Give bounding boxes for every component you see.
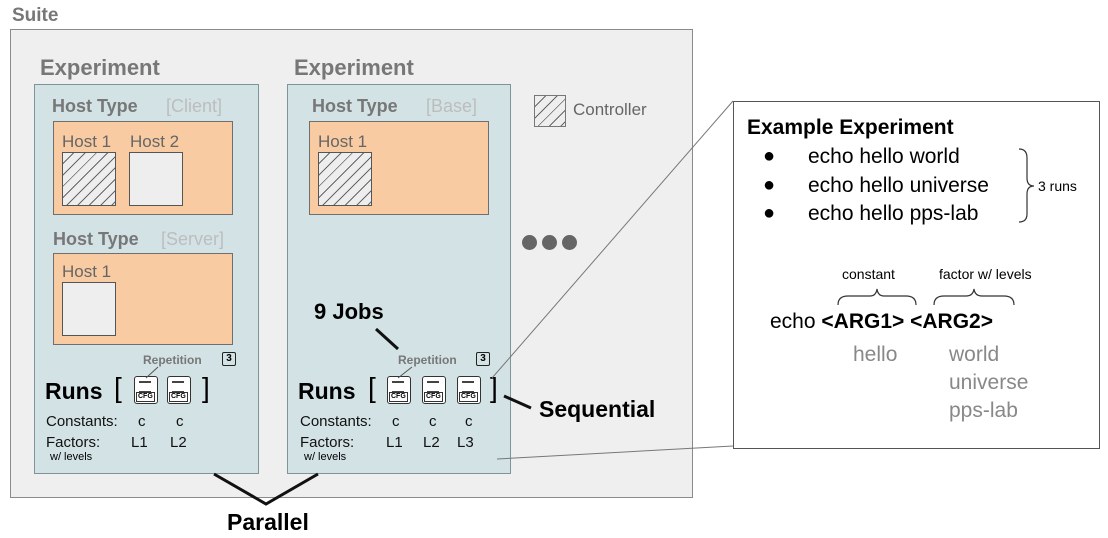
cfg-icon: CFG [134, 376, 158, 404]
example-command: echo hello pps-lab [808, 202, 979, 225]
more-experiments-dot [542, 235, 557, 250]
cfg-text: CFG [389, 392, 408, 402]
repetition-label: Repetition [143, 353, 202, 367]
jobs-label: 9 Jobs [314, 299, 384, 324]
arg2-value: pps-lab [949, 399, 1018, 422]
constant-value: c [138, 413, 146, 430]
runs-bracket-open: [ [368, 372, 376, 403]
runs-bracket-close: ] [202, 372, 210, 403]
host-label: Host 2 [130, 132, 180, 151]
host-box-controller-hatched [318, 152, 372, 206]
runs-bracket-open: [ [114, 372, 122, 403]
factor-annotation: factor w/ levels [939, 266, 1032, 282]
cfg-icon: CFG [167, 376, 191, 404]
repetition-icon: 3 [476, 352, 490, 366]
arg2-value: universe [949, 371, 1029, 394]
controller-legend-icon [534, 95, 566, 127]
more-experiments-dot [522, 235, 537, 250]
host-label: Host 1 [318, 132, 368, 151]
constant-value: c [176, 413, 184, 430]
more-experiments-dot [562, 235, 577, 250]
cfg-icon: CFG [422, 376, 446, 404]
factors-label: Factors: [300, 434, 355, 451]
bullet-dot: ● [763, 145, 776, 167]
factors-sublabel: w/ levels [50, 451, 93, 463]
constant-value: c [429, 413, 437, 430]
controller-legend-label: Controller [573, 100, 647, 119]
sequential-label: Sequential [539, 396, 656, 422]
constant-value: c [465, 413, 473, 430]
host-box [62, 282, 116, 336]
factors-sublabel: w/ levels [304, 451, 347, 463]
bullet-dot: ● [763, 174, 776, 196]
template-arg2: <ARG2> [910, 310, 993, 333]
example-command: echo hello universe [808, 174, 989, 197]
factor-level: L1 [131, 434, 148, 451]
experiment-title-right: Experiment [294, 55, 414, 80]
factor-level: L2 [423, 434, 440, 451]
parallel-label: Parallel [227, 509, 309, 535]
example-experiment-box [733, 101, 1100, 449]
factors-label: Factors: [46, 434, 101, 451]
host-box-controller-hatched [62, 152, 116, 206]
host-type-label: Host Type [52, 96, 138, 116]
host-type-label: Host Type [53, 229, 139, 249]
constant-value: c [392, 413, 400, 430]
command-template: echo <ARG1> <ARG2> [770, 310, 993, 334]
bullet-dot: ● [763, 202, 776, 224]
host-type-name: [Client] [166, 96, 223, 116]
cfg-text: CFG [169, 392, 188, 402]
arg1-value: hello [853, 343, 898, 366]
template-arg1: <ARG1> [821, 310, 905, 333]
cfg-text: CFG [459, 392, 478, 402]
factor-level: L1 [386, 434, 403, 451]
host-type-name: [Base] [426, 96, 478, 116]
constant-annotation: constant [842, 266, 895, 282]
cfg-text: CFG [424, 392, 443, 402]
runs-bracket-close: ] [490, 372, 498, 403]
runs-note: 3 runs [1038, 178, 1077, 194]
template-cmd: echo [770, 310, 816, 333]
host-label: Host 1 [62, 132, 112, 151]
host-box [129, 152, 183, 206]
factor-level: L2 [170, 434, 187, 451]
host-type-name: [Server] [161, 229, 225, 249]
constants-label: Constants: [46, 413, 118, 430]
host-label: Host 1 [62, 262, 112, 281]
suite-label: Suite [12, 5, 59, 26]
cfg-icon: CFG [457, 376, 481, 404]
cfg-icon: CFG [387, 376, 411, 404]
example-command: echo hello world [808, 145, 960, 168]
repetition-label: Repetition [398, 353, 457, 367]
runs-label: Runs [45, 378, 103, 404]
host-type-label: Host Type [312, 96, 398, 116]
experiment-title-left: Experiment [40, 55, 160, 80]
constants-label: Constants: [300, 413, 372, 430]
runs-label: Runs [298, 378, 356, 404]
repetition-icon: 3 [222, 352, 236, 366]
cfg-text: CFG [136, 392, 155, 402]
factor-level: L3 [457, 434, 474, 451]
example-title: Example Experiment [747, 116, 954, 139]
arg2-value: world [949, 343, 1000, 366]
